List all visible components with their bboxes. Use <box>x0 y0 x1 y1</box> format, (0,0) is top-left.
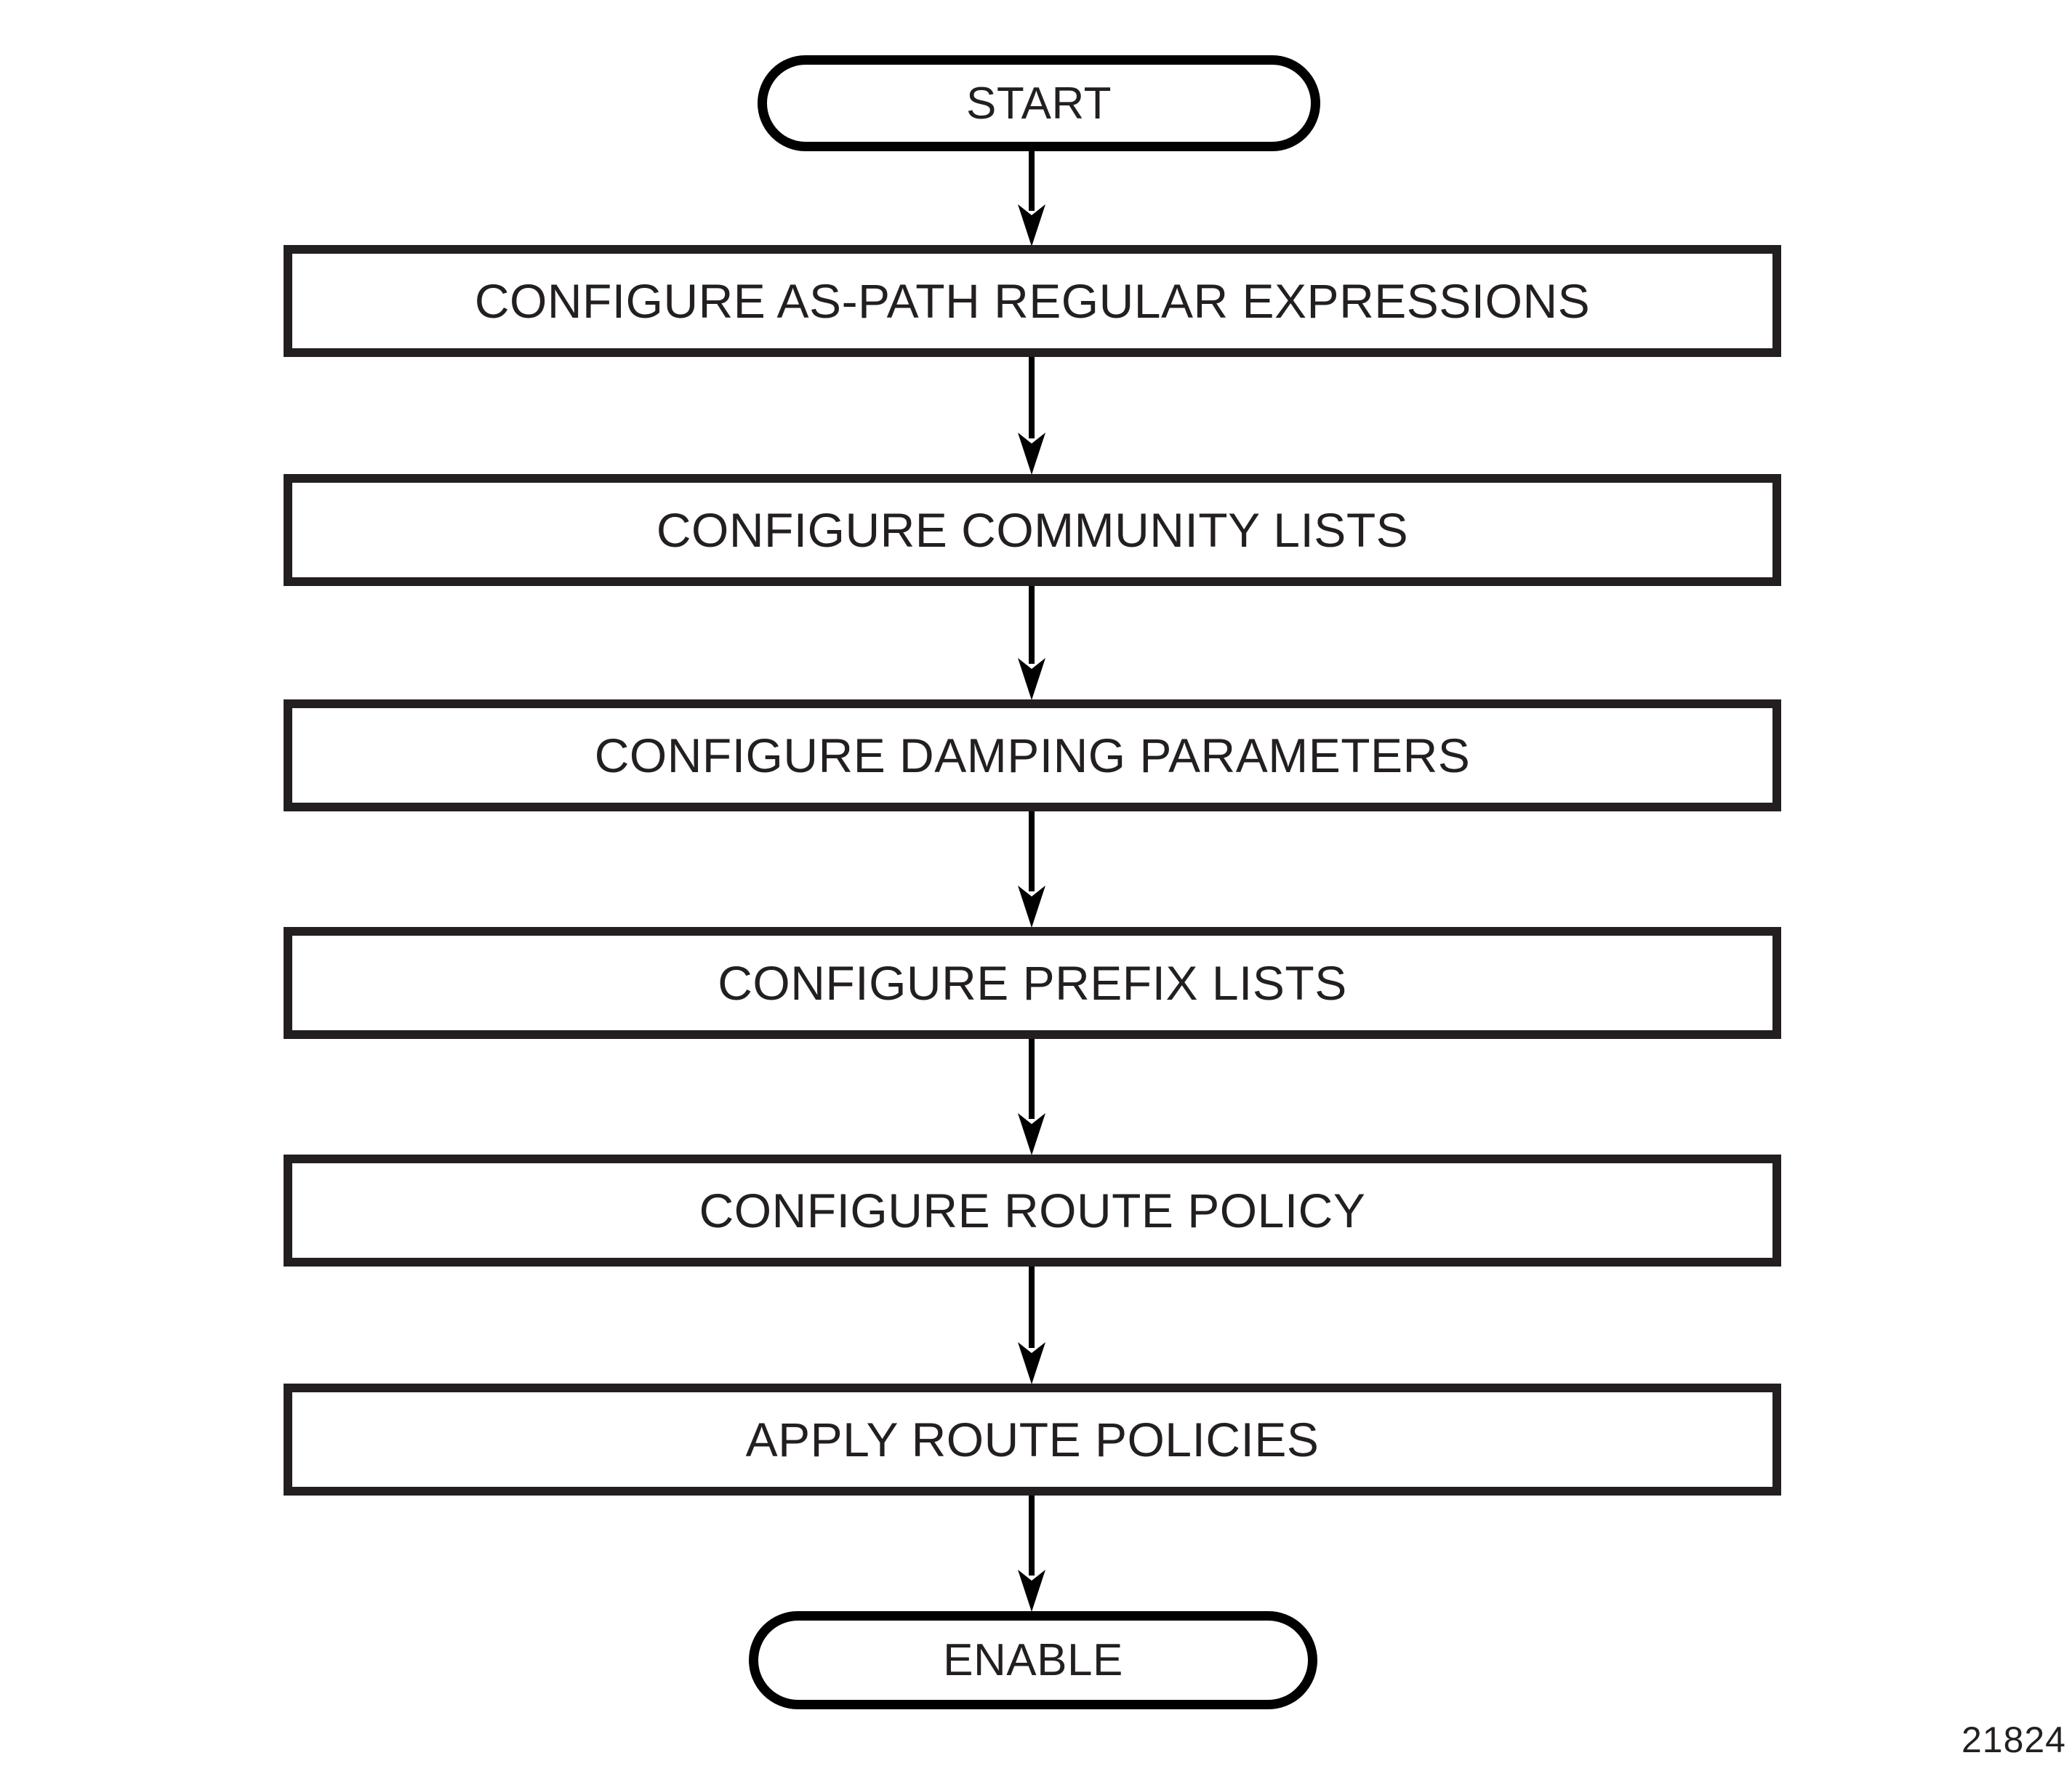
connector-damping-to-prefix <box>1005 811 1058 928</box>
node-configure-route-policy[interactable]: CONFIGURE ROUTE POLICY <box>284 1155 1781 1267</box>
node-prefix-label: CONFIGURE PREFIX LISTS <box>718 956 1347 1010</box>
figure-number: 21824 <box>1961 1719 2066 1760</box>
node-apply-label: APPLY ROUTE POLICIES <box>745 1413 1320 1466</box>
connector-community-to-damping <box>1005 586 1058 700</box>
connector-prefix-to-policy <box>1005 1039 1058 1155</box>
connector-policy-to-apply <box>1005 1267 1058 1384</box>
node-start[interactable]: START <box>758 55 1320 151</box>
node-enable-label: ENABLE <box>943 1635 1123 1685</box>
connector-start-to-aspath <box>1005 151 1058 246</box>
node-enable[interactable]: ENABLE <box>749 1611 1317 1709</box>
node-apply-route-policies[interactable]: APPLY ROUTE POLICIES <box>284 1384 1781 1496</box>
node-damping-label: CONFIGURE DAMPING PARAMETERS <box>594 729 1471 782</box>
node-start-label: START <box>965 78 1112 129</box>
node-aspath-label: CONFIGURE AS-PATH REGULAR EXPRESSIONS <box>474 274 1591 328</box>
node-configure-as-path-regular-expressions[interactable]: CONFIGURE AS-PATH REGULAR EXPRESSIONS <box>284 245 1781 357</box>
node-configure-community-lists[interactable]: CONFIGURE COMMUNITY LISTS <box>284 474 1781 586</box>
connector-aspath-to-community <box>1005 357 1058 475</box>
connector-apply-to-enable <box>1005 1496 1058 1612</box>
node-policy-label: CONFIGURE ROUTE POLICY <box>699 1184 1366 1237</box>
node-configure-prefix-lists[interactable]: CONFIGURE PREFIX LISTS <box>284 927 1781 1039</box>
node-configure-damping-parameters[interactable]: CONFIGURE DAMPING PARAMETERS <box>284 699 1781 811</box>
node-community-label: CONFIGURE COMMUNITY LISTS <box>656 503 1409 557</box>
